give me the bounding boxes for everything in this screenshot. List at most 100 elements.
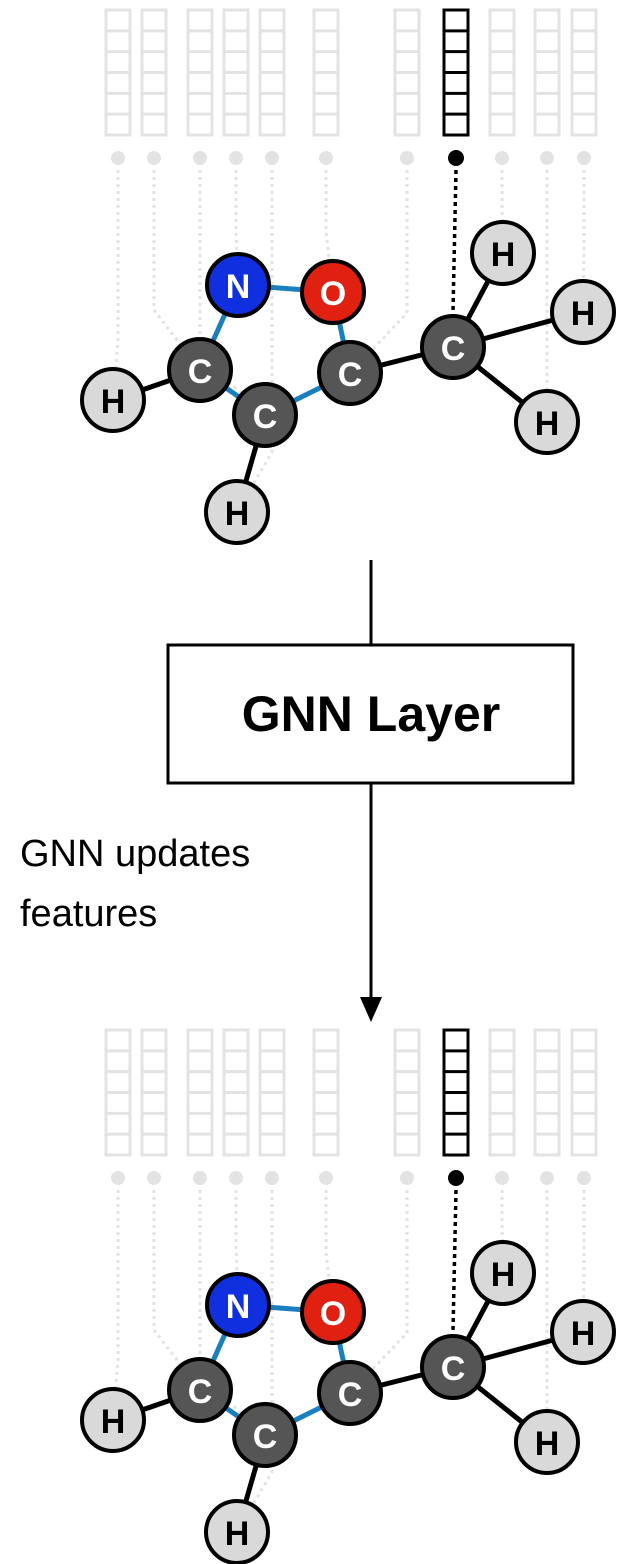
before-feature-vector-c2: [393, 8, 421, 137]
before-node-dot-c2: [400, 151, 414, 165]
before-atom-label: C: [441, 330, 466, 368]
before-atom-c3: C: [232, 382, 298, 448]
before-atom-h_top: H: [470, 220, 536, 286]
before-atom-label: N: [226, 268, 251, 306]
before-atom-label: C: [253, 398, 278, 436]
before-node-dot-c_methyl: [448, 150, 464, 166]
before-node-dot-n: [229, 151, 243, 165]
after-atom-h_right: H: [550, 1299, 616, 1365]
before-atom-circle: [232, 382, 298, 448]
after-feature-vector-h_bottom: [258, 1028, 286, 1157]
before-atom-c2: C: [317, 340, 383, 406]
before-atom-circle: [80, 367, 146, 433]
after-connector-c_methyl: [451, 1189, 458, 1332]
after-atom-circle: [317, 1360, 383, 1426]
after-atom-circle: [470, 1240, 536, 1306]
before-node-dot-h_top: [495, 151, 509, 165]
after-atom-label: H: [225, 1515, 250, 1553]
after-feature-vector-c_methyl: [442, 1028, 470, 1157]
after-connector-h_left: [111, 1190, 120, 1421]
after-feature-vector-h_top: [488, 1028, 516, 1157]
before-feature-vector-h_bottom: [258, 8, 286, 137]
before-node-dot-h_left: [111, 151, 125, 165]
before-atom-label: H: [491, 236, 516, 274]
after-atom-label: H: [571, 1315, 596, 1353]
before-atom-label: H: [101, 383, 126, 421]
after-atom-h_bottom: H: [204, 1499, 270, 1564]
before-atom-o: O: [300, 259, 366, 325]
before-feature-vector-n: [222, 8, 250, 137]
after-atom-c_methyl: C: [420, 1334, 486, 1400]
before-atom-circle: [470, 220, 536, 286]
before-atom-n: N: [205, 252, 271, 318]
after-atom-c1: C: [167, 1357, 233, 1423]
before-atom-circle: [514, 389, 580, 455]
after-atom-label: H: [491, 1256, 516, 1294]
before-feature-vector-c_methyl: [442, 8, 470, 137]
before-atom-label: C: [338, 356, 363, 394]
before-atom-h_bottom: H: [204, 479, 270, 545]
gnn-layer-box: [166, 643, 575, 785]
after-atom-circle: [204, 1499, 270, 1564]
before-atom-label: H: [535, 405, 560, 443]
after-atom-circle: [300, 1279, 366, 1345]
before-atom-circle: [300, 259, 366, 325]
before-atom-circle: [317, 340, 383, 406]
after-node-dot-h_bottom: [265, 1171, 279, 1185]
before-atom-c_methyl: C: [420, 314, 486, 380]
after-feature-vector-c1: [140, 1028, 168, 1157]
after-node-dot-n: [229, 1171, 243, 1185]
after-atom-circle: [550, 1299, 616, 1365]
after-node-dot-h_left: [111, 1171, 125, 1185]
before-atom-h_left: H: [80, 367, 146, 433]
before-feature-vector-h_lowright: [533, 8, 561, 137]
before-feature-vector-h_top: [488, 8, 516, 137]
after-node-dot-h_top: [495, 1171, 509, 1185]
after-atom-c3: C: [232, 1402, 298, 1468]
before-atom-circle: [204, 479, 270, 545]
after-feature-vector-c3: [186, 1028, 214, 1157]
before-node-dot-c3: [193, 151, 207, 165]
before-feature-vector-c3: [186, 8, 214, 137]
after-atom-label: H: [101, 1403, 126, 1441]
after-node-dot-c3: [193, 1171, 207, 1185]
after-feature-vector-h_lowright: [533, 1028, 561, 1157]
before-atom-h_lowright: H: [514, 389, 580, 455]
before-atom-label: H: [571, 295, 596, 333]
before-atom-h_right: H: [550, 279, 616, 345]
annotation-line-1: GNN updates: [20, 833, 250, 875]
after-atom-circle: [167, 1357, 233, 1423]
before-node-dot-h_bottom: [265, 151, 279, 165]
before-node-dot-c1: [147, 151, 161, 165]
after-atom-circle: [420, 1334, 486, 1400]
before-atom-label: H: [225, 495, 250, 533]
after-atom-circle: [80, 1387, 146, 1453]
after-atom-label: O: [320, 1295, 346, 1333]
before-connector-h_left: [111, 170, 120, 401]
after-node-dot-c2: [400, 1171, 414, 1185]
before-feature-vector-c1: [140, 8, 168, 137]
after-atom-h_left: H: [80, 1387, 146, 1453]
before-atom-circle: [550, 279, 616, 345]
after-node-dot-h_lowright: [540, 1171, 554, 1185]
arrow-head: [360, 997, 382, 1022]
before-connector-c_methyl: [451, 169, 458, 312]
before-atom-label: O: [320, 275, 346, 313]
after-atom-circle: [232, 1402, 298, 1468]
after-atom-label: H: [535, 1425, 560, 1463]
molecule-before: H C N O C C H C H H H: [80, 8, 616, 545]
after-feature-vector-h_left: [104, 1028, 132, 1157]
after-connector-h_bottom: [235, 1190, 274, 1533]
after-node-dot-h_right: [577, 1171, 591, 1185]
after-atom-h_lowright: H: [514, 1409, 580, 1475]
before-connector-h_bottom: [235, 170, 274, 513]
before-atom-label: C: [188, 353, 213, 391]
after-atom-label: C: [188, 1373, 213, 1411]
before-feature-vector-h_left: [104, 8, 132, 137]
after-node-dot-c_methyl: [448, 1170, 464, 1186]
after-node-dot-o: [319, 1171, 333, 1185]
after-atom-n: N: [205, 1272, 271, 1338]
after-feature-vector-h_right: [570, 1028, 598, 1157]
